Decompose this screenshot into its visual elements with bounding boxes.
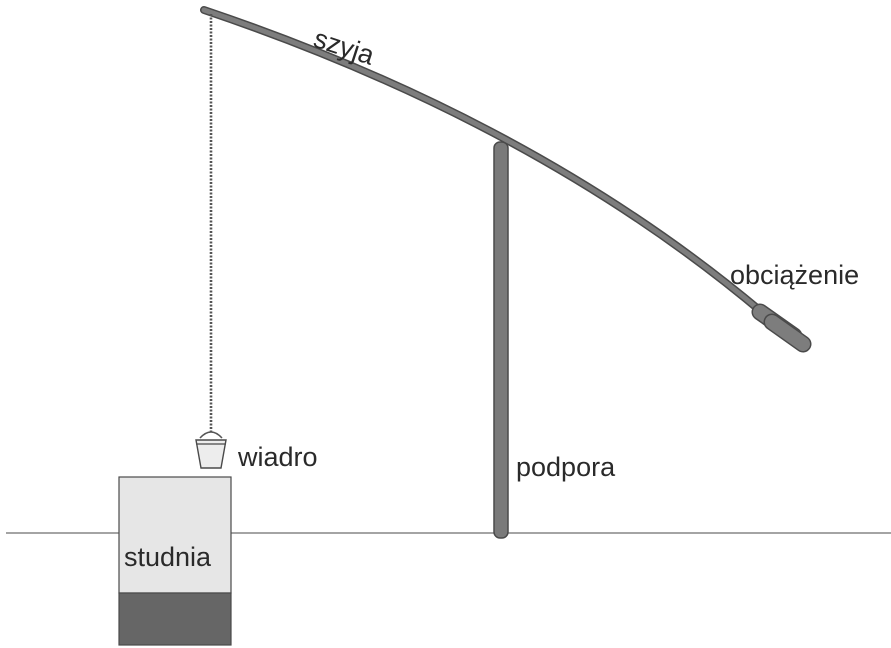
bucket: [195, 431, 227, 469]
support-post: [493, 141, 509, 539]
counterweight: [751, 303, 812, 353]
well: [118, 476, 232, 646]
support-label: podpora: [516, 452, 616, 482]
well-upper-section: [118, 476, 232, 594]
well-water-section: [118, 592, 232, 646]
bucket-handle: [199, 431, 223, 439]
neck-pole: [201, 7, 797, 343]
well-label: studnia: [124, 542, 212, 572]
bucket-label: wiadro: [237, 442, 318, 472]
weight-label: obciążenie: [730, 260, 859, 290]
counterweight-log-front-fill: [765, 315, 810, 351]
bucket-body: [195, 439, 227, 469]
